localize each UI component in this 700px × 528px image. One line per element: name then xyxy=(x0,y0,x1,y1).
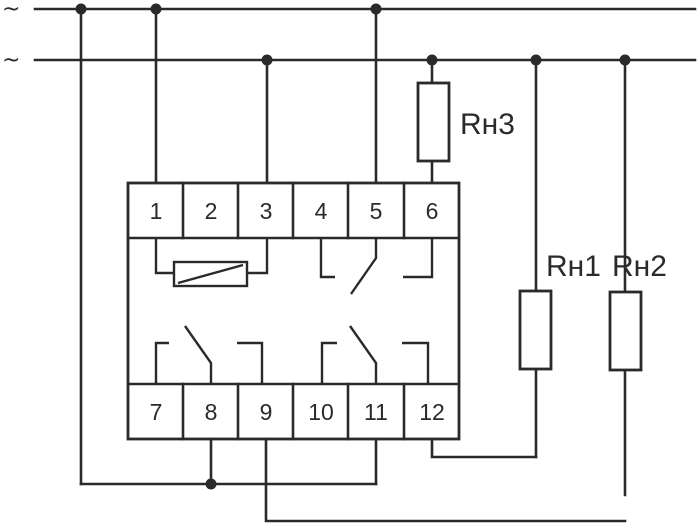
junction-dot xyxy=(530,54,542,66)
coil-body xyxy=(172,260,249,288)
top-terminal-strip xyxy=(126,181,461,240)
terminal-10-label: 10 xyxy=(308,399,334,425)
contact-switch-11 xyxy=(349,325,378,384)
contact-terminal-12-lead xyxy=(402,341,430,384)
junction-dot xyxy=(370,3,382,15)
relay-coil xyxy=(154,238,269,288)
load-resistor-rn1 xyxy=(518,289,553,371)
contact-group-4-5-6 xyxy=(319,238,434,295)
coil-diagonal xyxy=(177,263,244,285)
wire-terminal-12-to-rn1 xyxy=(430,437,538,459)
terminal-2-label: 2 xyxy=(205,198,218,224)
terminal-3-label: 3 xyxy=(260,198,273,224)
contact-group-10-11-12 xyxy=(320,325,430,384)
load-resistor-rn2 xyxy=(608,290,643,372)
contact-group-7-8-9 xyxy=(154,325,264,384)
junction-dot xyxy=(150,3,162,15)
contact-terminal-6-lead xyxy=(403,238,434,279)
bottom-terminal-strip xyxy=(126,382,461,441)
contact-switch-8 xyxy=(184,325,213,384)
contact-terminal-4-lead xyxy=(319,238,335,279)
load-resistor-rn3 xyxy=(416,81,451,163)
contact-terminal-9-lead xyxy=(237,341,264,384)
load-resistor-rn3-label: Rн3 xyxy=(460,108,515,141)
junction-dot xyxy=(261,54,273,66)
supply-line-2-symbol: ~ xyxy=(2,48,20,73)
junction-dot xyxy=(426,54,438,66)
contact-switch-5 xyxy=(350,238,378,295)
terminal-12-label: 12 xyxy=(419,399,445,425)
junction-dot xyxy=(205,478,217,490)
wire-terminal-9-to-rn2 xyxy=(264,437,627,523)
coil-lead-left xyxy=(154,238,174,275)
junction-dot xyxy=(619,54,631,66)
terminal-9-label: 9 xyxy=(260,399,273,425)
supply-line-1-symbol: ~ xyxy=(2,0,20,22)
load-resistor-rn2-label: Rн2 xyxy=(612,250,667,283)
contact-terminal-7-lead xyxy=(154,341,169,384)
terminal-6-label: 6 xyxy=(426,198,439,224)
coil-lead-right xyxy=(247,238,269,275)
terminal-5-label: 5 xyxy=(370,198,383,224)
terminal-7-label: 7 xyxy=(150,399,163,425)
contact-terminal-10-lead xyxy=(320,341,337,384)
terminal-4-label: 4 xyxy=(315,198,328,224)
terminal-8-label: 8 xyxy=(205,399,218,425)
junction-dot xyxy=(75,3,87,15)
terminal-1-label: 1 xyxy=(150,198,163,224)
terminal-11-label: 11 xyxy=(364,399,388,425)
load-resistor-rn1-label: Rн1 xyxy=(546,250,601,283)
